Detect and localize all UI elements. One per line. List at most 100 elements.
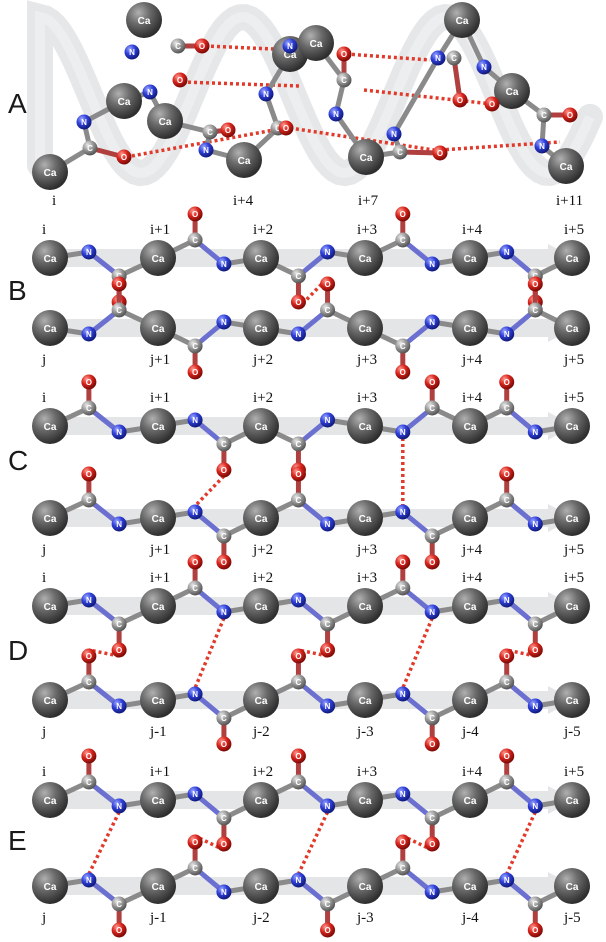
nitrogen-atom-label: N [86,330,92,339]
carbon-atom: C [499,674,515,690]
ca-atom: Ca [32,154,68,190]
residue-label-bottom: j+1 [149,542,170,558]
residue-label-top: i+3 [357,222,377,238]
carbon-atom-sphere [499,400,515,416]
residue-label-bottom: j [41,724,46,740]
hydrogen-bond [505,811,537,875]
carbon-atom-sphere [336,72,352,88]
nitrogen-atom-sphere [111,424,127,440]
ca-atom-label: Ca [359,514,372,525]
oxygen-atom-sphere [424,736,440,752]
nitrogen-atom-label: N [116,802,122,811]
nitrogen-atom: N [424,256,440,272]
nitrogen-atom-label: N [192,690,198,699]
oxygen-atom-sphere [81,748,97,764]
ca-atom: Ca [140,500,176,536]
residue-label-top: i+1 [150,570,170,586]
oxygen-atom-label: O [221,558,227,567]
ca-atom-sphere [243,408,279,444]
nitrogen-atom-sphere [328,106,344,122]
carbon-atom-label: C [207,128,213,137]
oxygen-atom: O [81,648,97,664]
residue-label-top: i+1 [150,390,170,406]
ca-atom-sphere [452,682,488,718]
carbon-atom-label: C [397,148,403,157]
nitrogen-atom-label: N [325,248,331,257]
oxygen-atom-label: O [324,280,330,289]
oxygen-atom-label: O [192,558,198,567]
ca-atom-label: Ca [464,602,477,613]
nitrogen-atom: N [111,798,127,814]
carbon-atom: C [320,896,336,912]
carbon-atom-label: C [400,584,406,593]
ca-atom: Ca [554,868,590,904]
carbon-atom: C [111,302,127,318]
carbon-atom-label: C [86,678,92,687]
carbon-atom: C [82,140,98,156]
ca-atom-sphere [32,782,68,818]
carbon-atom-sphere [395,338,411,354]
oxygen-atom-label: O [116,926,122,935]
carbon-atom-sphere [527,896,543,912]
nitrogen-atom-label: N [532,520,538,529]
ca-atom-label: Ca [152,696,165,707]
oxygen-atom: O [290,748,306,764]
carbon-atom-label: C [221,814,227,823]
carbon-atom: C [81,400,97,416]
carbon-atom-label: C [296,440,302,449]
nitrogen-atom-label: N [86,248,92,257]
oxygen-atom-label: O [400,838,406,847]
nitrogen-atom: N [81,244,97,260]
ca-atom-label: Ca [255,422,268,433]
ca-atom-sphere [554,782,590,818]
nitrogen-atom-sphere [534,138,550,154]
panel-letter: A [8,88,27,119]
ca-atom-sphere [140,588,176,624]
nitrogen-atom: N [111,698,127,714]
ca-atom-label: Ca [566,696,579,707]
ca-atom-sphere [243,682,279,718]
ca-atom-sphere [347,408,383,444]
oxygen-atom: O [499,374,515,390]
oxygen-atom-sphere [320,276,336,292]
oxygen-atom-label: O [429,740,435,749]
nitrogen-atom-sphere [216,604,232,620]
nitrogen-atom-sphere [81,244,97,260]
nitrogen-atom: N [527,698,543,714]
nitrogen-atom-sphere [320,244,336,260]
oxygen-atom-sphere [336,46,352,62]
hydrogen-bond [439,140,561,152]
carbon-atom-sphere [216,710,232,726]
ca-atom-label: Ca [506,87,519,98]
residue-label: i+4 [233,193,254,209]
ca-atom-label: Ca [464,882,477,893]
ca-atom: Ca [140,868,176,904]
oxygen-atom: O [320,922,336,938]
nitrogen-atom-label: N [296,876,302,885]
carbon-atom-label: C [192,236,198,245]
oxygen-atom-sphere [432,145,448,161]
carbon-atom-sphere [320,302,336,318]
oxygen-atom-sphere [424,374,440,390]
ca-atom-label: Ca [464,324,477,335]
carbon-atom: C [395,860,411,876]
nitrogen-atom-sphere [527,798,543,814]
nitrogen-atom-sphere [216,884,232,900]
ca-atom: Ca [554,782,590,818]
carbon-atom: C [336,72,352,88]
nitrogen-atom: N [187,786,203,802]
panel-b-sheet: BCaCaCaCaCaCaCNOCNOCNOCNOCNOCaCaCaCaCaCa… [8,206,590,380]
residue-label-top: i+4 [462,222,483,238]
panel-c-sheet: CCaCaCaCaCaCaCNOCNOCNOCNOCNOCaCaCaCaCaCa… [8,374,590,570]
carbon-atom: C [216,710,232,726]
oxygen-atom-label: O [199,42,205,51]
nitrogen-atom: N [527,798,543,814]
ca-atom: Ca [494,73,530,109]
nitrogen-atom-sphere [499,872,515,888]
oxygen-atom-sphere [424,836,440,852]
carbon-atom-label: C [116,620,122,629]
oxygen-atom-sphere [562,107,578,123]
nitrogen-atom-label: N [504,248,510,257]
residue-label-bottom: j [41,910,46,926]
